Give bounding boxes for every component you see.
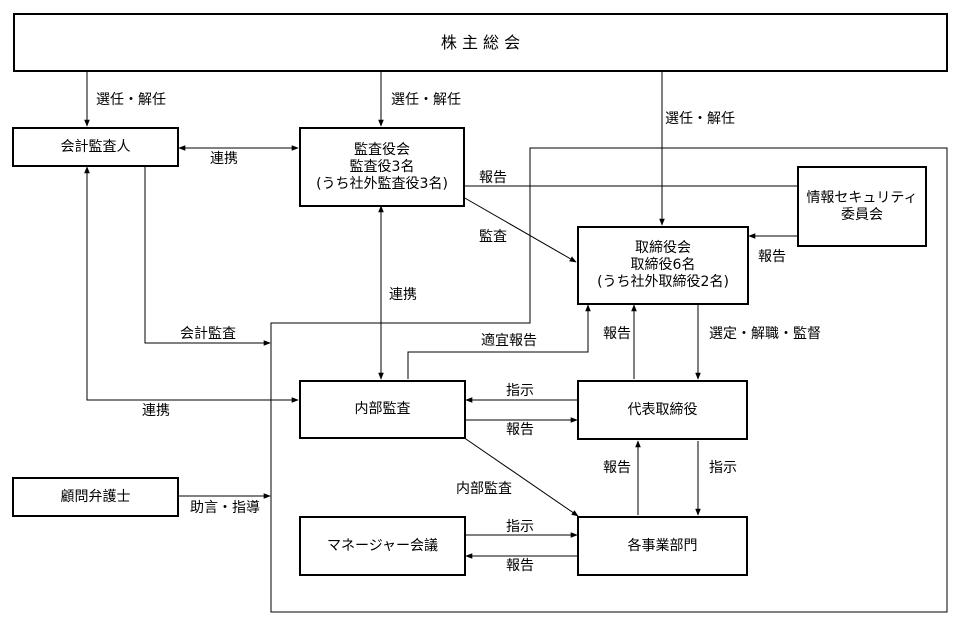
infosec-committee-box: 情報セキュリティ 委員会 (797, 166, 927, 247)
arrow-timely-report (407, 304, 591, 379)
label-instruct-ceo-internal: 指示 (506, 383, 534, 399)
internal-audit-box: 内部監査 (299, 380, 466, 439)
arrow-audit (462, 196, 577, 263)
label-report-internal-ceo: 報告 (506, 422, 534, 438)
shareholders-meeting-box: 株 主 総 会 (13, 13, 948, 72)
label-coop-auditor-board: 連携 (210, 151, 238, 167)
label-instruct-mgr-dept: 指示 (506, 519, 534, 535)
label-instruct-ceo-dept: 指示 (709, 460, 737, 476)
manager-meeting-box: マネージャー会議 (299, 516, 466, 576)
label-appoint-auditor: 選任・解任 (96, 92, 166, 108)
label-report-infosec-board: 報告 (758, 249, 786, 265)
audit-board-members: 監査役3名 (349, 158, 415, 175)
ceo-box: 代表取締役 (577, 380, 748, 440)
legal-advisor-box: 顧問弁護士 (12, 477, 179, 517)
arrow-internal-audit-dept (462, 436, 579, 517)
infosec-line2: 委員会 (840, 206, 883, 223)
board-title: 取締役会 (635, 240, 691, 256)
board-members: 取締役6名 (630, 257, 696, 273)
shareholders-meeting-label: 株 主 総 会 (440, 33, 521, 52)
infosec-line1: 情報セキュリティ (806, 189, 918, 206)
business-departments-box: 各事業部門 (577, 516, 748, 576)
audit-board-box: 監査役会 監査役3名 (うち社外監査役3名) (299, 127, 465, 207)
label-internal-audit: 内部監査 (456, 481, 512, 497)
label-appoint-audit-board: 選任・解任 (391, 92, 461, 108)
arrow-accounting-audit (144, 167, 271, 346)
label-report-dept-mgr: 報告 (506, 558, 534, 574)
label-report-dept-ceo: 報告 (603, 460, 631, 476)
accounting-auditor-box: 会計監査人 (12, 127, 179, 167)
label-select-dismiss-supervise: 選定・解職・監督 (709, 326, 821, 342)
internal-audit-label: 内部監査 (354, 401, 411, 417)
manager-meeting-label: マネージャー会議 (326, 537, 439, 554)
label-report-infosec-audit: 報告 (479, 170, 507, 186)
ceo-label: 代表取締役 (627, 401, 698, 418)
label-coop-vertical: 連携 (389, 287, 417, 303)
label-report-ceo-board: 報告 (603, 326, 631, 342)
arrow-coop-auditor-internal (84, 166, 299, 403)
audit-board-title: 監査役会 (354, 141, 410, 158)
label-coop-auditor-internal: 連携 (142, 403, 170, 419)
accounting-auditor-label: 会計監査人 (60, 138, 131, 155)
board-of-directors-box: 取締役会 取締役6名 (うち社外取締役2名) (577, 226, 749, 305)
label-appoint-board: 選任・解任 (665, 111, 735, 127)
label-audit: 監査 (479, 229, 507, 245)
internal-control-frame (270, 147, 948, 613)
label-timely-report: 適宜報告 (481, 333, 537, 349)
legal-advisor-label: 顧問弁護士 (60, 488, 131, 505)
board-outside: (うち社外取締役2名) (597, 274, 729, 290)
label-accounting-audit: 会計監査 (180, 326, 236, 342)
audit-board-outside: (うち社外監査役3名) (316, 175, 448, 192)
label-advice-guidance: 助言・指導 (190, 500, 260, 516)
business-departments-label: 各事業部門 (627, 537, 698, 554)
